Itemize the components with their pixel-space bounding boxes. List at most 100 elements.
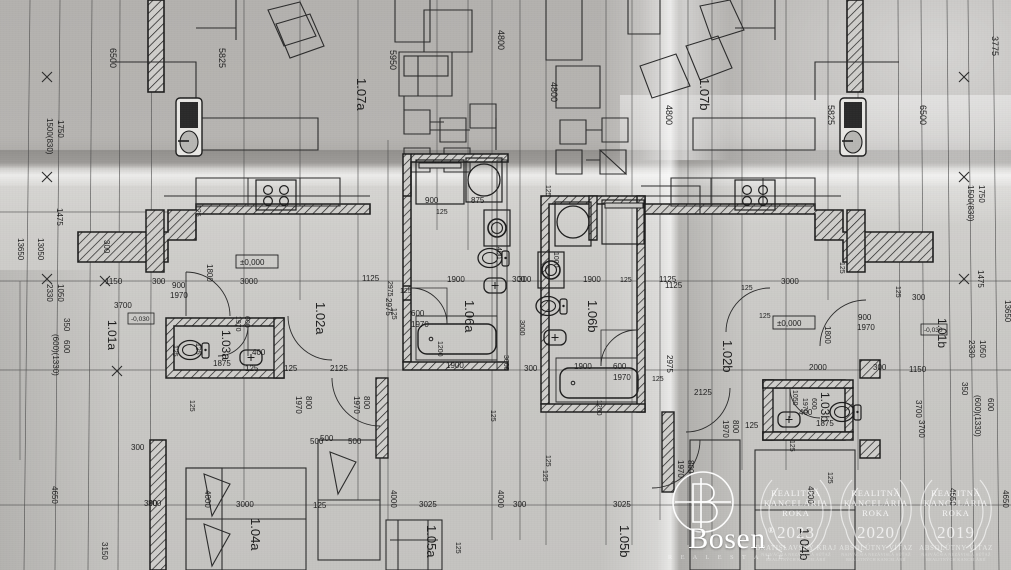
dim-1500-830-r: 1500(830) bbox=[966, 185, 975, 222]
dim-13050-l: 13050 bbox=[36, 238, 45, 261]
dim-600-1330-l: (600)(1330) bbox=[51, 334, 60, 376]
dim-4650-r2: 4650 bbox=[948, 488, 957, 506]
dim-1050-l: 1050 bbox=[56, 284, 65, 302]
dim-125-106b: 125 bbox=[544, 185, 551, 197]
dim-300-l: 300 bbox=[152, 277, 166, 286]
dim-125-misc4: 125 bbox=[194, 343, 201, 355]
dim-1750-r: 1750 bbox=[977, 185, 986, 203]
dim-600-r: 600 bbox=[986, 398, 995, 412]
dim-3700-r: 3700 bbox=[914, 400, 923, 418]
dim-1970-103a: 1970 bbox=[234, 316, 241, 332]
dim-3025-l: 3025 bbox=[419, 500, 437, 509]
dim-2330-r: 2330 bbox=[967, 340, 976, 358]
dim-125-106b4: 125 bbox=[544, 455, 551, 467]
dim-3000-104a: 3000 bbox=[236, 500, 254, 509]
dim-1970-l: 1970 bbox=[170, 291, 188, 300]
dim-4800-b: 4800 bbox=[549, 82, 559, 102]
kitchen-sink-left bbox=[175, 97, 203, 157]
dim-125-misc6: 125 bbox=[759, 313, 771, 320]
dim-125-106b3: 125 bbox=[652, 376, 664, 383]
dim-125-r3: 125 bbox=[894, 286, 901, 298]
dim-1970-106b: 1970 bbox=[613, 373, 631, 382]
dim-1970-d-l2: 1970 bbox=[352, 396, 361, 414]
dim-2975-l: 2975 bbox=[384, 298, 393, 316]
right-unit-thin-lines bbox=[545, 0, 899, 214]
dim-4650-r: 4650 bbox=[1001, 490, 1010, 508]
dim-2975-r: 2975 bbox=[665, 355, 674, 373]
dim-1900-tub-a: 1900 bbox=[446, 361, 464, 370]
left-unit-thin-lines bbox=[112, 0, 497, 205]
dim-350-r: 350 bbox=[960, 382, 969, 396]
dim-600-106a: 600 bbox=[411, 309, 425, 318]
dim-1125-l: 1125 bbox=[362, 274, 380, 283]
dim-1200-tub-a: 1200 bbox=[436, 341, 443, 357]
dim-900-r: 900 bbox=[858, 313, 872, 322]
dim-125-106a: 125 bbox=[436, 209, 448, 216]
level-mark-101b: -0,030 bbox=[920, 323, 948, 336]
dim-1200-tub-b: 1200 bbox=[595, 400, 602, 416]
dim-1970-r: 1970 bbox=[857, 323, 875, 332]
dim-1050-r: 1050 bbox=[978, 340, 987, 358]
room-105a bbox=[317, 439, 443, 570]
dim-3775: 3775 bbox=[990, 36, 1000, 56]
dim-300-106a: 300 bbox=[518, 275, 532, 284]
dim-125-103a: 125 bbox=[171, 345, 178, 357]
dim-1800-r: 1800 bbox=[823, 326, 832, 344]
dim-4000-105a: 4000 bbox=[389, 490, 398, 508]
dim-4000-104a: 4000 bbox=[203, 490, 212, 508]
dim-300-104a: 300 bbox=[148, 499, 162, 508]
dim-8500-r: 6500 bbox=[918, 105, 928, 125]
dim-800-l: 800 bbox=[304, 396, 313, 410]
dim-300-misc: 300 bbox=[102, 240, 111, 254]
svg-text:-0,030: -0,030 bbox=[131, 316, 150, 323]
dim-1150-r: 1150 bbox=[909, 365, 927, 374]
dim-125-r4: 125 bbox=[838, 262, 845, 274]
dim-600-1330-r: (600)(1330) bbox=[973, 395, 982, 437]
dim-1500-830-l: 1500(830) bbox=[45, 118, 54, 155]
dim-300-misc3: 300 bbox=[144, 499, 158, 508]
dim-1900-tub-b: 1900 bbox=[574, 362, 592, 371]
dim-4800-a: 4800 bbox=[496, 30, 506, 50]
room-label-103b: 1.03b bbox=[818, 392, 832, 422]
dim-3000-l: 3000 bbox=[240, 277, 258, 286]
dim-300-106b: 300 bbox=[512, 275, 526, 284]
dim-5825-r: 5825 bbox=[826, 105, 836, 125]
dim-125-r5: 125 bbox=[741, 285, 753, 292]
dim-3000-106a: 3000 bbox=[502, 355, 509, 371]
dim-8500-l: 6500 bbox=[108, 48, 118, 68]
dim-125-106a2: 125 bbox=[400, 288, 412, 295]
dim-3000-106b: 3000 bbox=[518, 320, 525, 336]
dim-3025-r: 3025 bbox=[613, 500, 631, 509]
level-mark-left: ±0,000 bbox=[235, 254, 279, 269]
dim-3000-r: 3000 bbox=[781, 277, 799, 286]
svg-text:±0,000: ±0,000 bbox=[777, 319, 802, 328]
level-mark-right: ±0,000 bbox=[772, 315, 816, 330]
dim-5825-l: 5825 bbox=[217, 48, 227, 68]
svg-text:-0,030: -0,030 bbox=[924, 327, 943, 334]
dim-125-misc: 125 bbox=[313, 501, 327, 510]
room-label-104b: 1.04b bbox=[797, 528, 812, 561]
dimension-extension-lines bbox=[23, 0, 1000, 570]
dim-1970-103b: 1970 bbox=[801, 398, 808, 414]
bathroom-106a bbox=[402, 153, 511, 371]
central-walls bbox=[375, 159, 675, 493]
dim-13650-l: 13650 bbox=[16, 238, 25, 261]
dim-1970-106a: 1970 bbox=[411, 320, 429, 329]
dim-125-misc3: 125 bbox=[284, 364, 298, 373]
room-label-105b: 1.05b bbox=[617, 525, 632, 558]
dim-600-l: 600 bbox=[62, 340, 71, 354]
dim-125-r2: 125 bbox=[826, 472, 833, 484]
dim-300-r2: 300 bbox=[873, 363, 887, 372]
dim-3150-l: 3150 bbox=[100, 542, 109, 560]
dim-125-106a3: 125 bbox=[489, 410, 496, 422]
kitchen-sink-right bbox=[839, 97, 867, 157]
plan-text: 1.07a 1.07b 1.01a 1.01b 1.02a 1.02b 1.03… bbox=[16, 30, 1011, 561]
dim-125-b: 125 bbox=[188, 400, 195, 412]
dimension-ticks bbox=[41, 71, 970, 377]
dim-800-l2: 800 bbox=[362, 396, 371, 410]
dim-2125-r: 2125 bbox=[694, 388, 712, 397]
right-lower-structure bbox=[859, 359, 881, 459]
dim-125-c: 125 bbox=[541, 470, 548, 482]
right-unit-walls bbox=[640, 0, 934, 273]
